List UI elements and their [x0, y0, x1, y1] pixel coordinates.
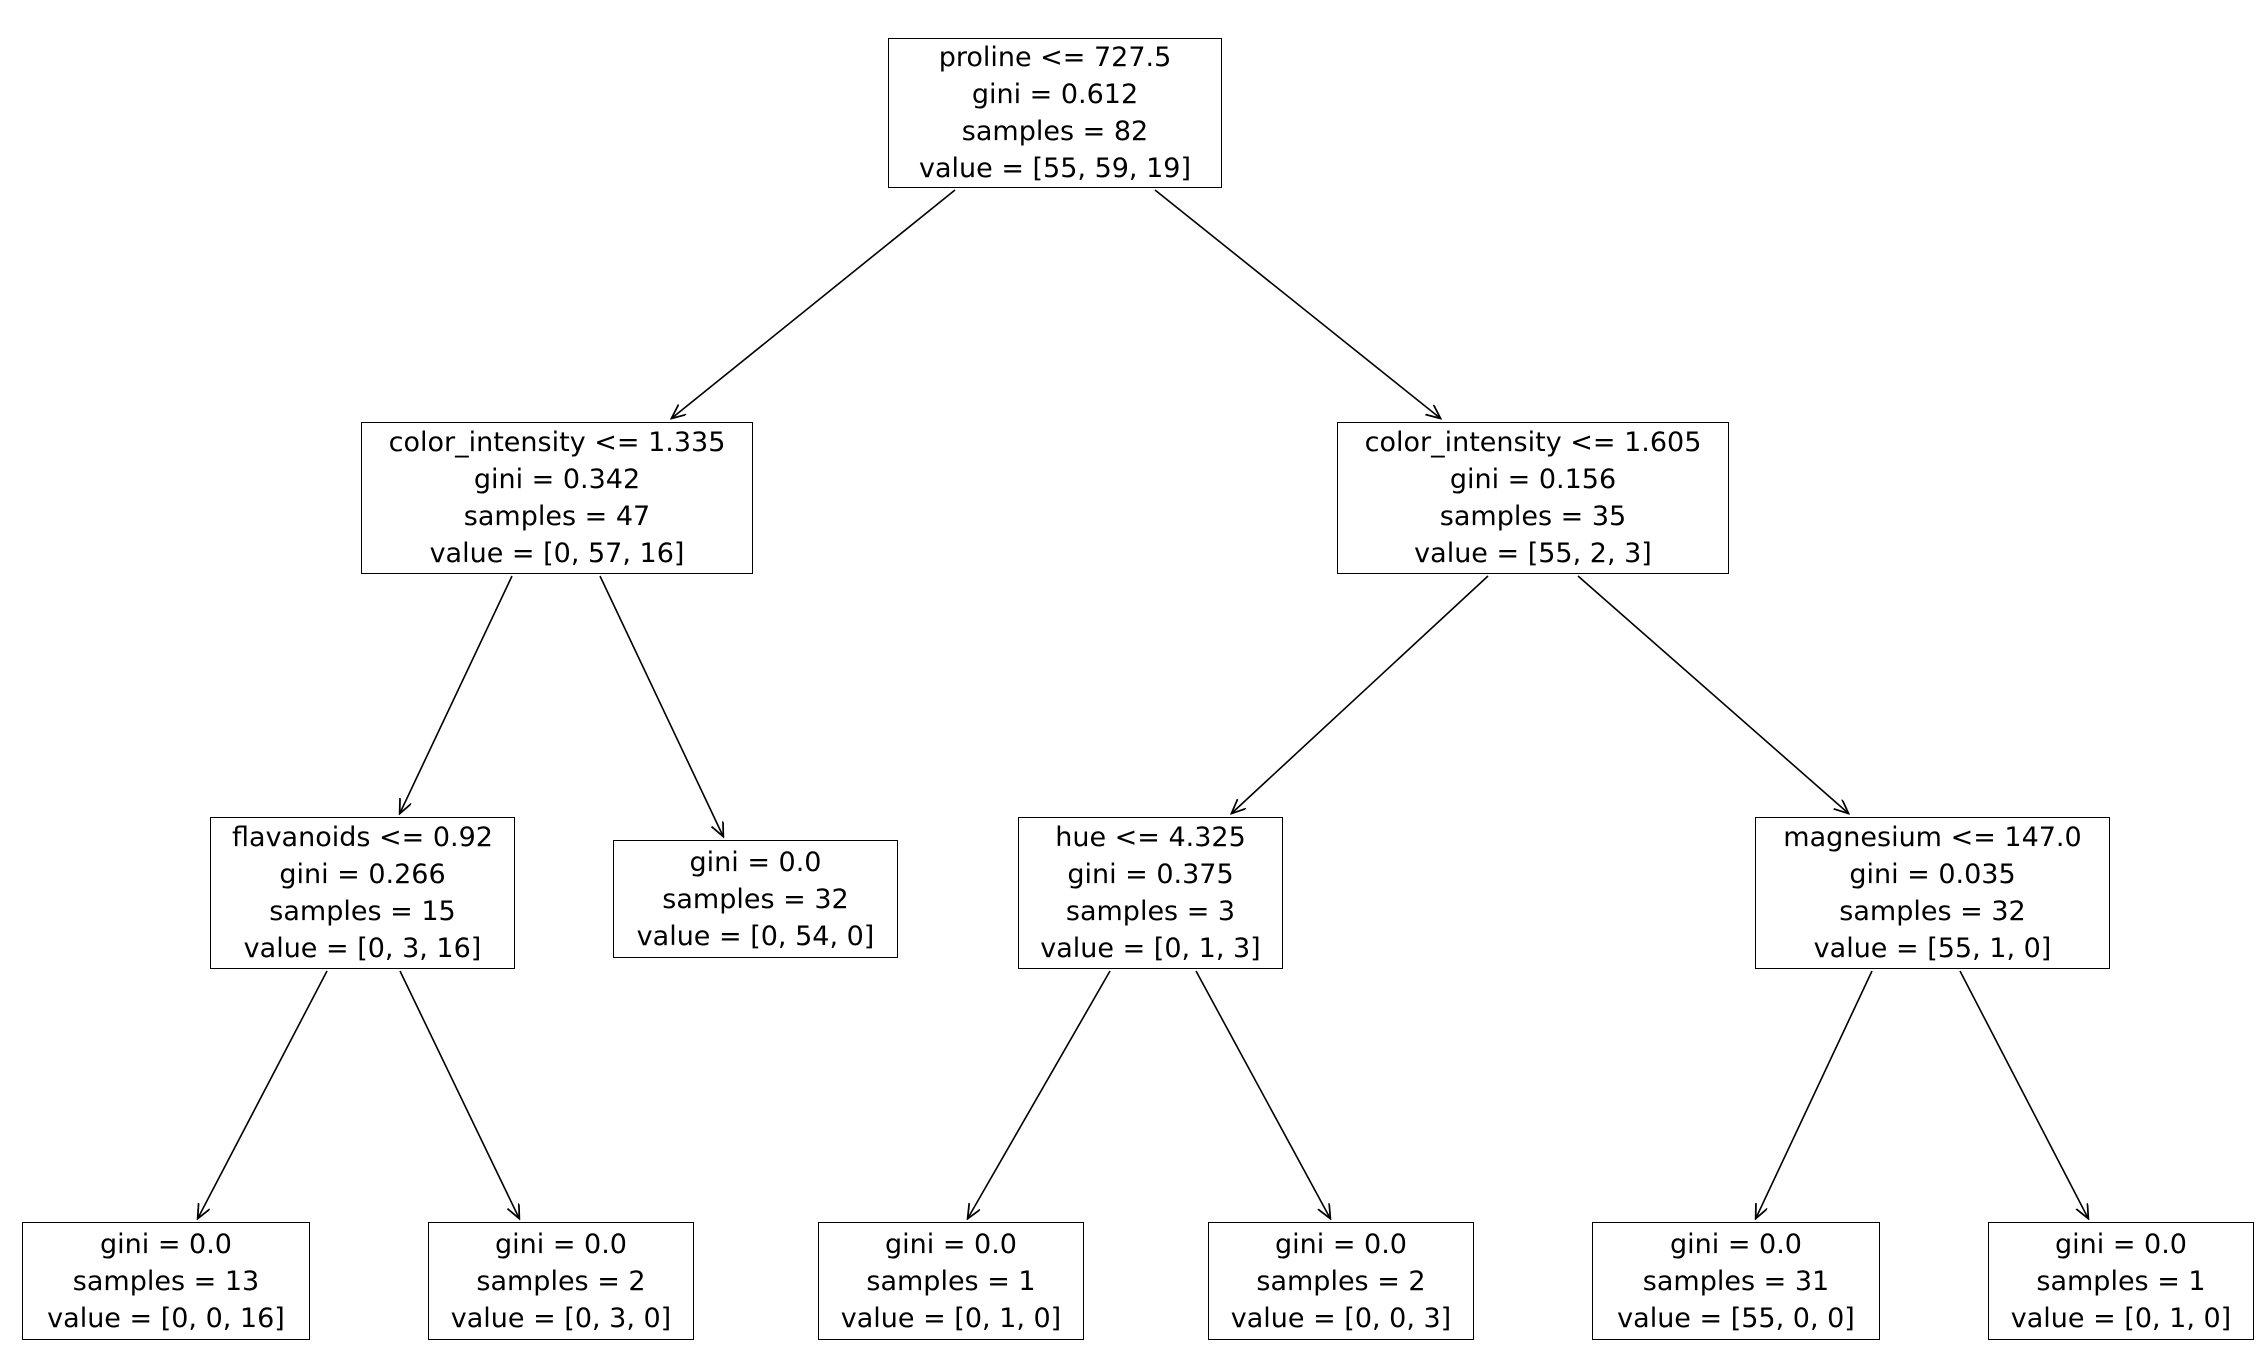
node-text-line: hue <= 4.325 [1055, 822, 1246, 853]
node-text-line: gini = 0.156 [1449, 464, 1617, 495]
tree-edge-n5-to-n10 [1195, 970, 1330, 1218]
node-text-line: gini = 0.375 [1067, 859, 1234, 890]
node-text-line: value = [0, 57, 16] [429, 538, 685, 569]
tree-edge-n2-to-n5 [1232, 575, 1489, 813]
tree-node-leaf-n12: gini = 0.0 samples = 1 value = [0, 1, 0] [1988, 1222, 2254, 1340]
node-text-line: value = [55, 2, 3] [1414, 538, 1652, 569]
node-text-line: gini = 0.0 [689, 846, 822, 878]
node-text-line: value = [0, 1, 0] [2010, 1302, 2232, 1334]
tree-node-internal-n5: hue <= 4.325 gini = 0.375 samples = 3 value… [1018, 817, 1283, 969]
node-text-line: value = [0, 3, 16] [243, 933, 482, 964]
node-text-line: value = [0, 0, 16] [47, 1302, 285, 1334]
node-text-line: gini = 0.266 [279, 859, 446, 890]
node-text-line: gini = 0.0 [1670, 1228, 1802, 1260]
tree-edge-n6-to-n11 [1756, 970, 1873, 1218]
node-text-line: samples = 32 [1839, 896, 2026, 927]
tree-node-root-n0: proline <= 727.5 gini = 0.612 samples = 82… [888, 38, 1222, 188]
node-text-line: color_intensity <= 1.335 [388, 427, 726, 458]
tree-edge-n1-to-n4 [599, 575, 723, 836]
node-text-line: value = [0, 0, 3] [1230, 1302, 1452, 1334]
tree-node-internal-n3: flavanoids <= 0.92 gini = 0.266 samples = … [210, 817, 515, 969]
tree-edge-n3-to-n8 [399, 970, 519, 1218]
node-text-line: value = [0, 54, 0] [636, 920, 875, 952]
node-text-line: value = [0, 1, 3] [1040, 933, 1261, 964]
node-text-line: color_intensity <= 1.605 [1364, 427, 1702, 458]
node-text-line: gini = 0.0 [885, 1228, 1017, 1260]
tree-node-leaf-n11: gini = 0.0 samples = 31 value = [55, 0, 0] [1592, 1222, 1880, 1340]
tree-node-leaf-n7: gini = 0.0 samples = 13 value = [0, 0, 16] [22, 1222, 310, 1340]
node-text-line: gini = 0.342 [473, 464, 641, 495]
tree-edge-n0-to-n1 [672, 189, 956, 418]
node-text-line: value = [55, 59, 19] [918, 153, 1191, 184]
node-text-line: gini = 0.0 [2055, 1228, 2187, 1260]
node-text-line: value = [0, 3, 0] [450, 1302, 672, 1334]
node-text-line: samples = 31 [1642, 1265, 1830, 1297]
node-text-line: value = [0, 1, 0] [840, 1302, 1062, 1334]
node-text-line: value = [55, 1, 0] [1813, 933, 2052, 964]
node-text-line: magnesium <= 147.0 [1783, 822, 2082, 853]
node-text-line: gini = 0.0 [1275, 1228, 1407, 1260]
node-text-line: value = [55, 0, 0] [1617, 1302, 1855, 1334]
node-text-line: samples = 47 [463, 501, 651, 532]
node-text-line: gini = 0.0 [100, 1228, 232, 1260]
tree-node-leaf-n9: gini = 0.0 samples = 1 value = [0, 1, 0] [818, 1222, 1084, 1340]
node-text-line: samples = 32 [662, 883, 849, 915]
node-text-line: samples = 82 [961, 116, 1149, 147]
tree-node-internal-n6: magnesium <= 147.0 gini = 0.035 samples = … [1755, 817, 2110, 969]
tree-node-leaf-n10: gini = 0.0 samples = 2 value = [0, 0, 3] [1208, 1222, 1474, 1340]
tree-edge-n3-to-n7 [198, 970, 328, 1218]
node-text-line: samples = 35 [1439, 501, 1627, 532]
node-text-line: samples = 15 [269, 896, 456, 927]
tree-edge-n2-to-n6 [1577, 575, 1848, 813]
node-text-line: gini = 0.612 [971, 79, 1139, 110]
node-text-line: gini = 0.0 [495, 1228, 627, 1260]
tree-edge-n0-to-n2 [1154, 189, 1440, 418]
node-text-line: samples = 1 [866, 1265, 1036, 1297]
node-text-line: samples = 1 [2036, 1265, 2206, 1297]
node-text-line: samples = 2 [1256, 1265, 1426, 1297]
tree-node-leaf-n4: gini = 0.0 samples = 32 value = [0, 54, 0] [613, 840, 898, 958]
node-text-line: proline <= 727.5 [938, 42, 1172, 73]
tree-edge-n1-to-n3 [400, 575, 513, 813]
tree-node-internal-n1: color_intensity <= 1.335 gini = 0.342 samp… [361, 422, 753, 574]
tree-edge-n5-to-n9 [968, 970, 1111, 1218]
node-text-line: samples = 2 [476, 1265, 646, 1297]
node-text-line: gini = 0.035 [1849, 859, 2016, 890]
tree-node-leaf-n8: gini = 0.0 samples = 2 value = [0, 3, 0] [428, 1222, 694, 1340]
node-text-line: flavanoids <= 0.92 [232, 822, 493, 853]
tree-edge-n6-to-n12 [1959, 970, 2088, 1218]
node-text-line: samples = 13 [72, 1265, 260, 1297]
node-text-line: samples = 3 [1065, 896, 1236, 927]
tree-node-internal-n2: color_intensity <= 1.605 gini = 0.156 samp… [1337, 422, 1729, 574]
